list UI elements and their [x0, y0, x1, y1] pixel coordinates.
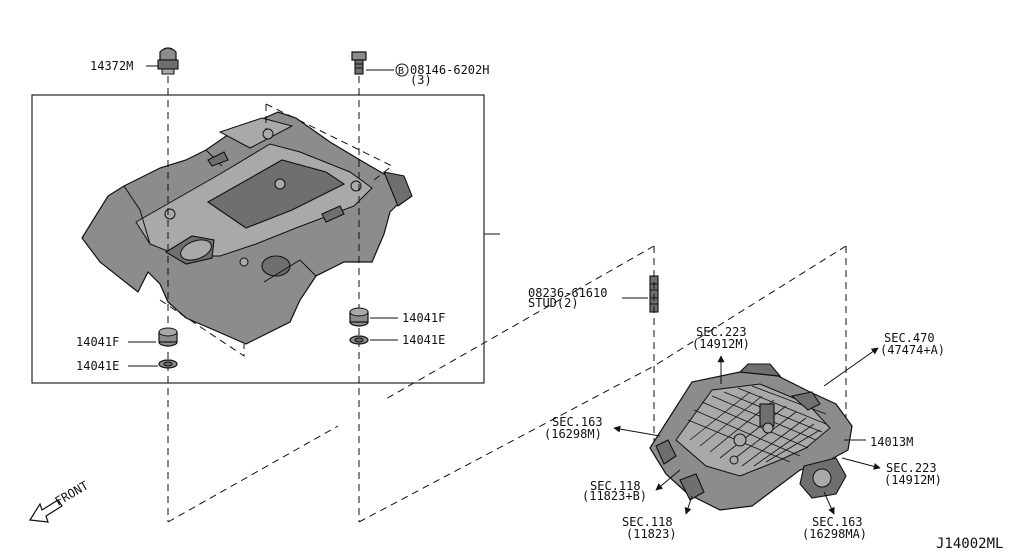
- label-front: FRONT: [53, 478, 91, 508]
- nut-14372M: [157, 47, 179, 75]
- label-sec163-left-sub: (16298M): [544, 427, 602, 441]
- front-direction-arrow: [28, 499, 63, 523]
- label-14013M: 14013M: [870, 435, 913, 449]
- label-stud-ref: 08236-61610: [528, 286, 607, 300]
- label-bolt-ref: 08146-6202H: [410, 63, 489, 77]
- label-stud-qty: STUD(2): [528, 296, 579, 310]
- middle-guide-diag: [358, 365, 655, 523]
- label-sec163-left: SEC.163: [552, 415, 603, 429]
- diagram-id: J14002ML: [936, 536, 1003, 552]
- collar-14041E-right: [349, 335, 369, 345]
- label-sec223-top: SEC.223: [696, 325, 747, 339]
- intake-manifold: [649, 363, 853, 511]
- label-sec470: SEC.470: [884, 331, 935, 345]
- engine-cover: [81, 111, 413, 345]
- grommet-14041F-right: [349, 307, 369, 327]
- label-14041E-left: 14041E: [76, 359, 119, 373]
- label-sec163-bottom-sub: (16298MA): [802, 527, 867, 541]
- stud-guide-diag-left: [383, 245, 655, 401]
- grommet-14041F-left: [158, 327, 178, 347]
- label-sec223-right: SEC.223: [886, 461, 937, 475]
- label-sec118-a-sub: (11823+B): [582, 489, 647, 503]
- label-14041F-right: 14041F: [402, 311, 445, 325]
- label-sec223-right-sub: (14912M): [884, 473, 942, 487]
- cover-guide-bottom: [159, 299, 245, 357]
- bolt-08146-6202H: [351, 51, 367, 75]
- left-guide-diag: [167, 425, 339, 523]
- label-sec470-sub: (47474+A): [880, 343, 945, 357]
- label-bolt-prefix: B: [398, 66, 404, 77]
- label-14372M: 14372M: [90, 59, 133, 73]
- label-sec118-b-sub: (11823): [626, 527, 677, 541]
- label-sec223-top-sub: (14912M): [692, 337, 750, 351]
- label-bolt-qty: (3): [410, 73, 432, 87]
- label-14041E-right: 14041E: [402, 333, 445, 347]
- label-sec163-bottom: SEC.163: [812, 515, 863, 529]
- label-sec118-b: SEC.118: [622, 515, 673, 529]
- label-sec118-a: SEC.118: [590, 479, 641, 493]
- cover-group-frame: [31, 94, 485, 384]
- label-14041F-left: 14041F: [76, 335, 119, 349]
- stud-guide-diag-right: [653, 245, 847, 367]
- collar-14041E-left: [158, 359, 178, 369]
